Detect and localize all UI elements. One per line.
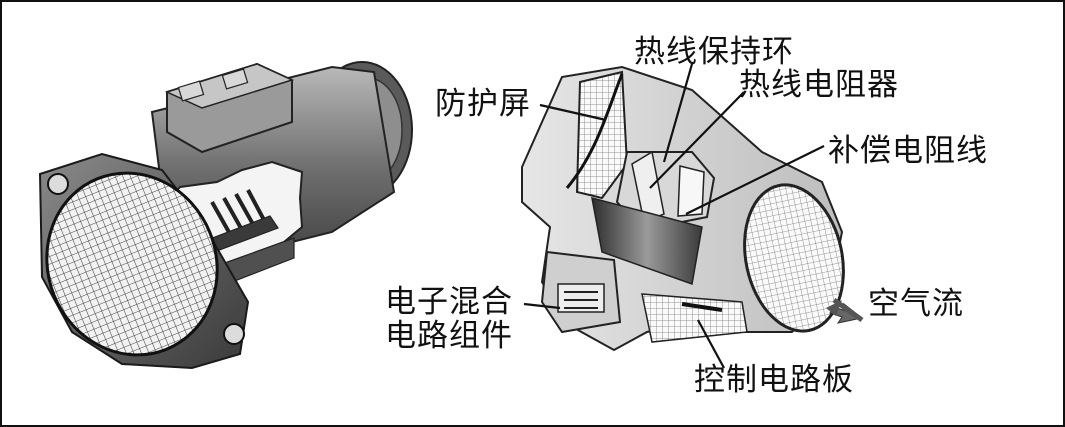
leader-compensation-wire <box>685 145 825 215</box>
leader-hot-wire-resistor <box>649 91 745 189</box>
sensor-cutaway <box>521 65 845 352</box>
label-hot-wire-resistor: 热线电阻器 <box>739 67 899 103</box>
label-compensation-wire: 补偿电阻线 <box>828 133 988 169</box>
leader-hot-wire-ring <box>662 63 694 163</box>
leader-shield <box>539 103 607 122</box>
leader-lines <box>523 63 825 369</box>
sensor-exterior <box>38 61 413 370</box>
label-hot-wire-ring: 热线保持环 <box>634 34 794 70</box>
leader-electronic-module <box>523 302 561 310</box>
label-electronic-module-line1: 电子混合 <box>385 284 513 320</box>
label-electronic-module-line2: 电路组件 <box>385 318 513 354</box>
leader-control-board <box>697 319 725 369</box>
airflow-arrow-icon <box>826 297 864 324</box>
label-airflow: 空气流 <box>868 286 964 322</box>
label-shield: 防护屏 <box>435 86 531 122</box>
label-control-board: 控制电路板 <box>694 362 854 398</box>
